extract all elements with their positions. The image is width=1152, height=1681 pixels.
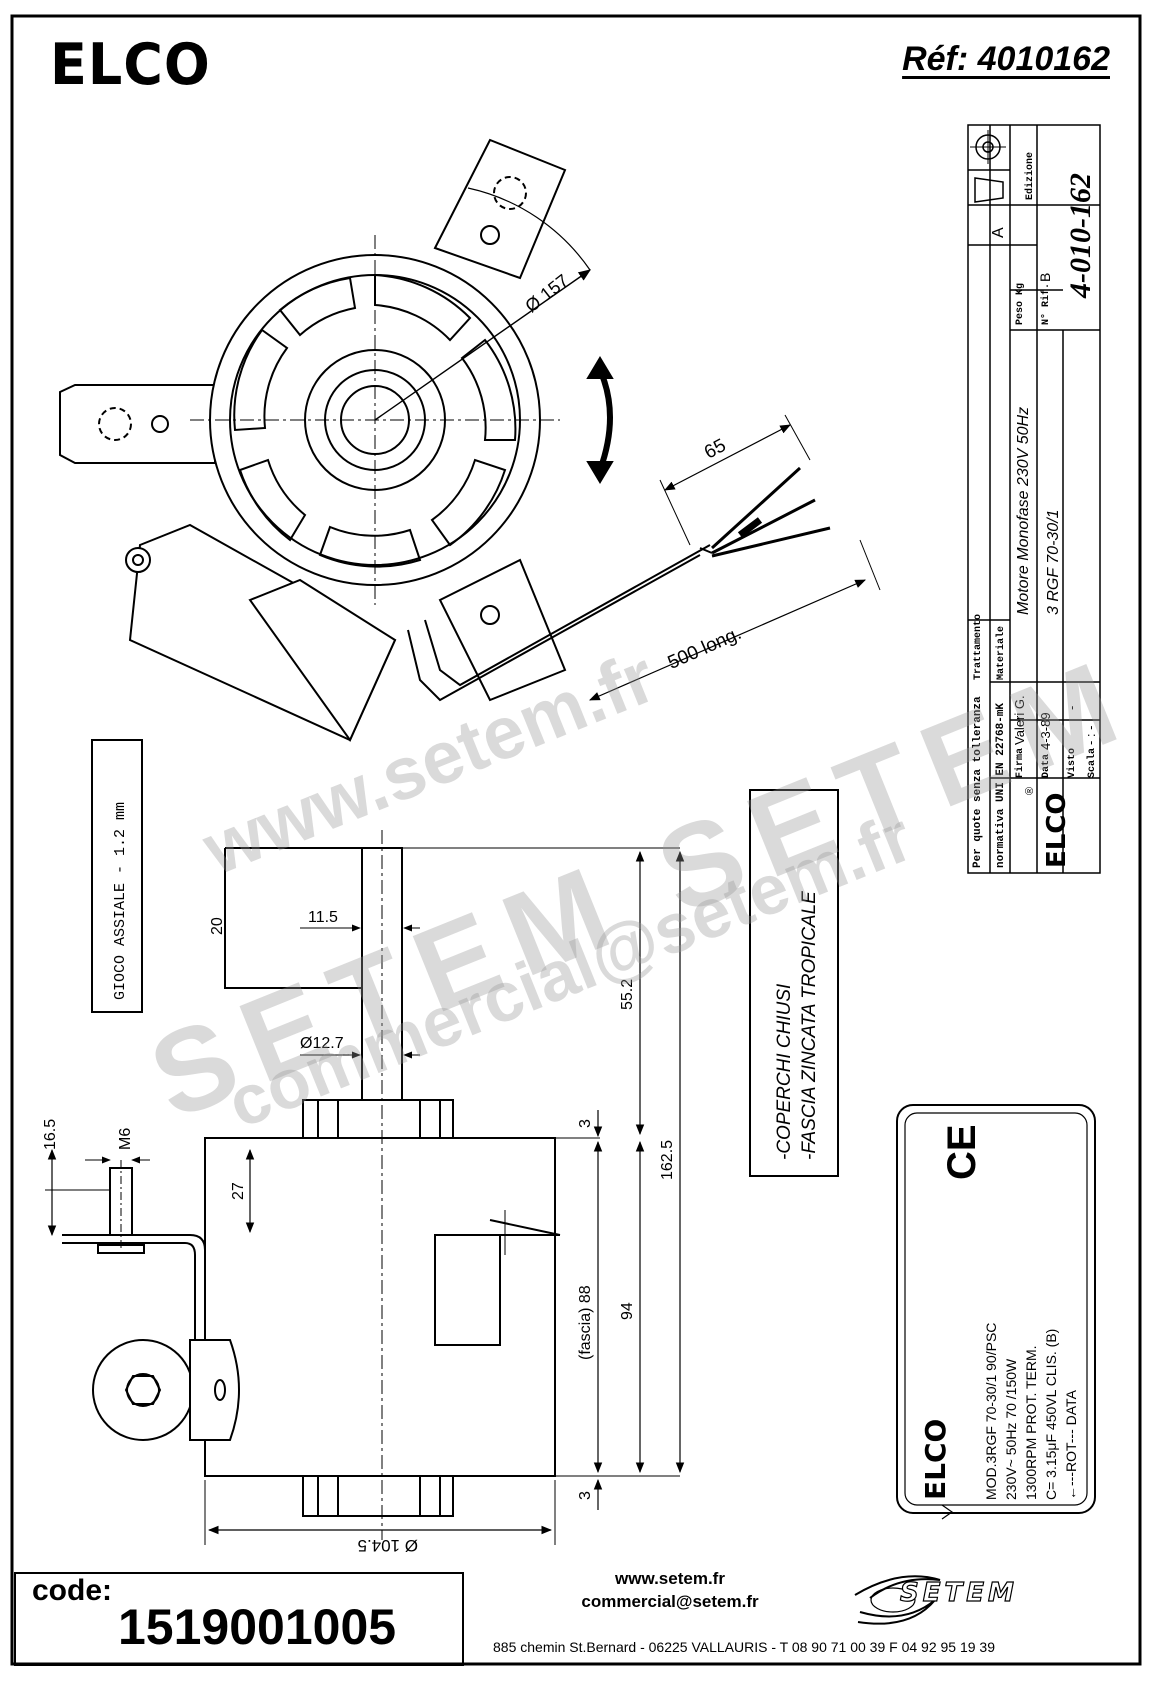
- code-box: [14, 1572, 464, 1666]
- nameplate-brand: ELCO: [919, 1419, 952, 1500]
- tolerance-note-1: Per quote senza tolleranza: [972, 696, 984, 868]
- date-label: Data: [1041, 754, 1052, 778]
- dim-162-5-label: 162.5: [659, 1140, 676, 1180]
- code-label: code:: [32, 1574, 113, 1607]
- dim-11-5-label: 11.5: [308, 909, 338, 926]
- seen-value: -: [1064, 706, 1079, 710]
- signature-label: Firma: [1014, 748, 1026, 778]
- setem-logo: SETEM: [899, 1578, 1018, 1608]
- setem-swoosh-icon: [854, 1575, 941, 1625]
- signature-value: Valeri G.: [1012, 695, 1027, 745]
- address-line: 885 chemin St.Bernard - 06225 VALLAURIS …: [493, 1639, 995, 1655]
- dim-16-5-label: 16.5: [42, 1119, 59, 1150]
- description-2: 3 RGF 70-30/1: [1045, 509, 1062, 615]
- dim-3-bottom-label: 3: [577, 1491, 594, 1500]
- ref-value: B: [1037, 273, 1053, 282]
- email-link[interactable]: commercial@setem.fr: [581, 1591, 759, 1611]
- ref-label: N° Rif.: [1040, 283, 1052, 325]
- notes-box: [749, 789, 839, 1177]
- treatment-label: Trattamento: [973, 614, 984, 680]
- brand-logo: ELCO: [50, 31, 211, 98]
- note-line-2: -FASCIA ZINCATA TROPICALE: [799, 891, 820, 1160]
- dim-3-top-label: 3: [577, 1119, 594, 1128]
- dim-94-label: 94: [619, 1302, 636, 1320]
- seen-label: Visto: [1066, 748, 1078, 778]
- scale-value: - : -: [1083, 726, 1098, 746]
- sheet-border: [10, 14, 1142, 1666]
- nameplate-line-5: ←---ROT--- DATA: [1063, 1389, 1079, 1500]
- nameplate: [896, 1104, 1096, 1520]
- material-label: Materiale: [995, 626, 1007, 680]
- dim-27-label: 27: [230, 1182, 247, 1200]
- nameplate-line-3: 1300RPM PROT. TERM.: [1023, 1345, 1039, 1500]
- reference-number: Réf: 4010162: [902, 40, 1110, 78]
- weight-label: Peso Kg: [1015, 283, 1026, 325]
- nameplate-line-4: C= 3.15μF 450VL CLIS. (B): [1043, 1329, 1059, 1500]
- note-line-1: -COPERCHI CHIUSI: [774, 983, 795, 1160]
- thread-label: M6: [117, 1128, 134, 1150]
- registered-mark: ®: [1024, 787, 1036, 795]
- dim-20-label: 20: [209, 917, 226, 935]
- website-link[interactable]: www.setem.fr: [615, 1569, 725, 1588]
- band-88-label: (fascia) 88: [577, 1285, 594, 1360]
- ce-mark: CE: [940, 1124, 984, 1180]
- title-block-company: ELCO: [1042, 792, 1072, 868]
- code-value: 1519001005: [118, 1599, 397, 1655]
- cable-length-label: 500 long.: [665, 623, 745, 674]
- motor-side-view: [45, 739, 685, 1545]
- axial-play-label: GIOCO ASSIALE - 1.2 mm: [112, 802, 129, 1000]
- shaft-diameter-label: Ø12.7: [300, 1035, 344, 1052]
- motor-top-view: [59, 138, 881, 742]
- tolerance-note-2: normativa UNI EN 22768-mK: [995, 703, 1007, 868]
- top-diameter-label: Ø 157: [521, 270, 572, 316]
- dim-55-2-label: 55.2: [619, 979, 636, 1010]
- contact-block: www.setem.fr commercial@setem.fr: [520, 1568, 820, 1614]
- body-diameter-label: Ø 104.5: [358, 1536, 419, 1555]
- description-1: Motore Monofase 230V 50Hz: [1015, 407, 1032, 615]
- edition-value: A: [990, 227, 1007, 238]
- title-block: [967, 124, 1101, 874]
- edition-label: Edizione: [1024, 152, 1036, 200]
- nameplate-line-2: 230V~ 50Hz 70 /150W: [1003, 1358, 1019, 1500]
- nameplate-line-1: MOD.3RGF 70-30/1 90/PSC: [983, 1323, 999, 1500]
- drawing-number: 4-010-162: [1064, 173, 1097, 299]
- date-value: 4-3-89: [1038, 712, 1053, 750]
- scale-label: Scala: [1086, 748, 1098, 778]
